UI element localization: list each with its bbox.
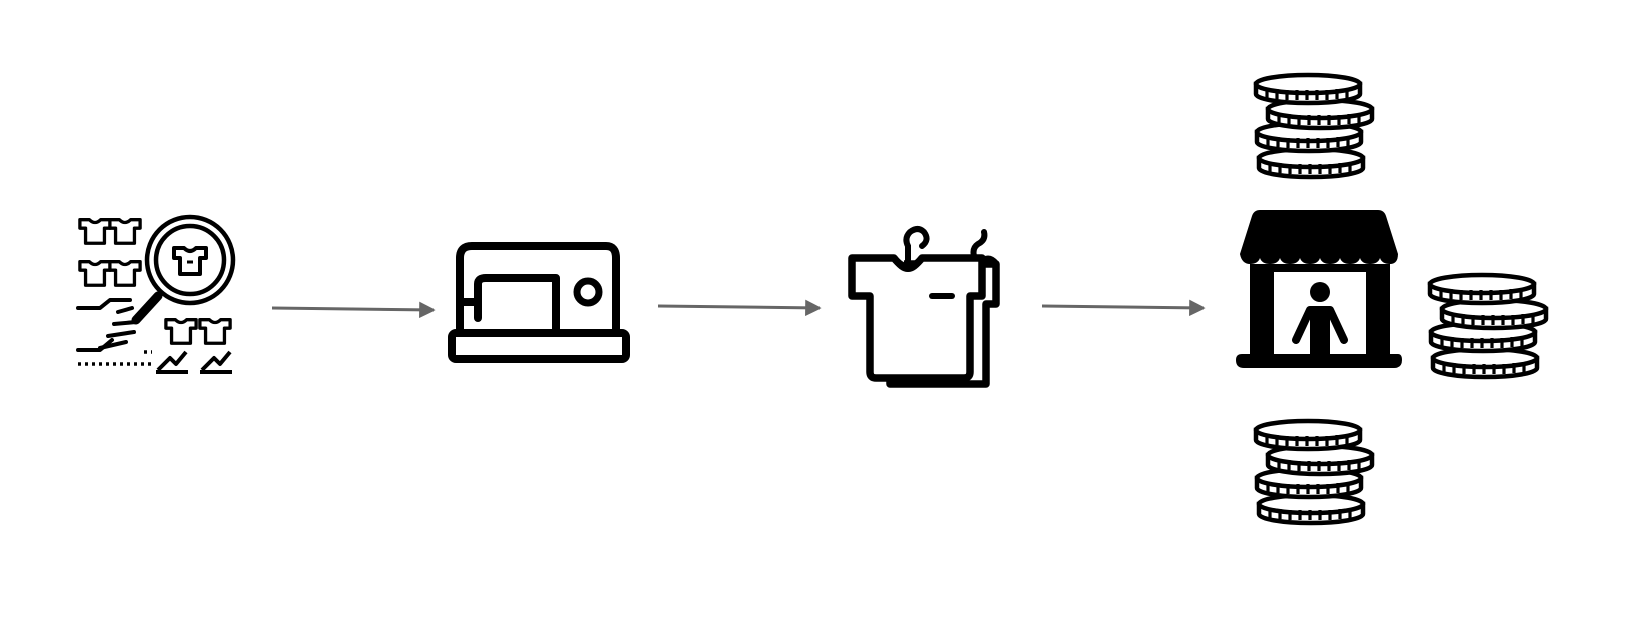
arrow-right-icon — [271, 301, 436, 318]
clothing-market-research-icon — [76, 212, 248, 392]
coin-stack-icon — [1256, 75, 1372, 177]
store-kiosk-icon — [1236, 210, 1402, 368]
coin-stack-icon — [1430, 275, 1546, 377]
shirts-on-hangers-icon — [846, 224, 1016, 394]
store-with-coins-icon — [1230, 68, 1570, 548]
coin-stack-icon — [1256, 421, 1372, 523]
arrow-right-icon — [657, 299, 822, 316]
sewing-machine-icon — [448, 240, 638, 370]
arrow-right-icon — [1041, 299, 1206, 316]
